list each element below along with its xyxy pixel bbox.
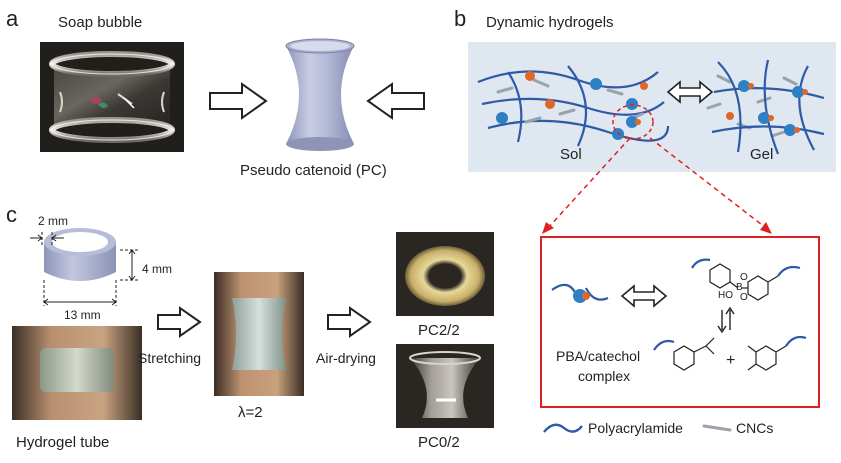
pseudo-catenoid-label: Pseudo catenoid (PC) — [240, 162, 387, 179]
pc0-2-photo — [396, 344, 494, 428]
crosslink-units — [496, 71, 648, 140]
legend-polyacrylamide: Polyacrylamide — [588, 420, 683, 436]
reaction-arrows-icon — [717, 306, 735, 334]
chem-label-b: B — [736, 282, 743, 293]
panel-letter-c: c — [6, 202, 17, 227]
complex-icon — [551, 283, 609, 303]
complex-label-line2: complex — [578, 368, 631, 384]
gel-network — [711, 59, 825, 155]
arrow-right-icon — [209, 82, 268, 120]
arrow-left-icon — [366, 82, 425, 120]
dim-height-label: 4 mm — [142, 262, 172, 276]
complex-label-line1: PBA/catechol — [556, 348, 641, 364]
sol-label: Sol — [560, 146, 582, 163]
air-drying-label: Air-drying — [316, 350, 376, 366]
dynamic-hydrogels-title: Dynamic hydrogels — [486, 14, 614, 31]
pseudo-catenoid-shape — [285, 38, 355, 151]
hydrogel-tube-label: Hydrogel tube — [16, 434, 110, 451]
plus-sign: + — [726, 352, 736, 369]
chem-label-o2: O — [740, 292, 748, 303]
pc0-2-label: PC0/2 — [418, 434, 460, 451]
gel-label: Gel — [750, 146, 774, 163]
hydrogel-network-box: Sol Gel — [468, 42, 836, 172]
hydrogel-tube-photo — [12, 326, 142, 420]
sol-network — [477, 65, 670, 147]
boronate-ester-structure — [691, 258, 801, 301]
pba-structure — [653, 337, 715, 371]
chem-label-ho: HO — [718, 290, 733, 301]
pba-catechol-inset: HO B O O + PBA/catechol complex — [540, 236, 820, 408]
zoom-arrows — [542, 137, 772, 234]
panel-letter-b: b — [454, 6, 467, 31]
stretching-label: Stretching — [138, 350, 202, 366]
air-drying-arrow-icon — [327, 306, 372, 338]
pc2-2-photo — [396, 232, 494, 316]
catechol-structure — [747, 335, 807, 371]
stretching-arrow-icon — [157, 306, 202, 338]
dim-thickness-label: 2 mm — [38, 214, 68, 228]
chem-label-o1: O — [740, 272, 748, 283]
complex-highlight-circle — [612, 104, 654, 140]
soap-bubble-label: Soap bubble — [58, 14, 143, 31]
sol-gel-double-arrow-icon — [666, 80, 714, 104]
cnc-legend-icon — [702, 424, 732, 432]
pc2-2-label: PC2/2 — [418, 322, 460, 339]
legend-cncs: CNCs — [736, 420, 774, 436]
dim-diameter-label: 13 mm — [64, 308, 101, 322]
stretch-ratio-label: λ=2 — [238, 404, 263, 421]
polyacrylamide-legend-icon — [543, 423, 583, 433]
soap-bubble-photo — [40, 42, 184, 152]
stretched-tube-photo — [214, 272, 304, 396]
equilibrium-arrow-icon — [620, 284, 668, 308]
tube-dimension-diagram — [30, 228, 138, 306]
panel-letter-a: a — [6, 6, 19, 31]
gel-crosslinks — [726, 80, 808, 136]
